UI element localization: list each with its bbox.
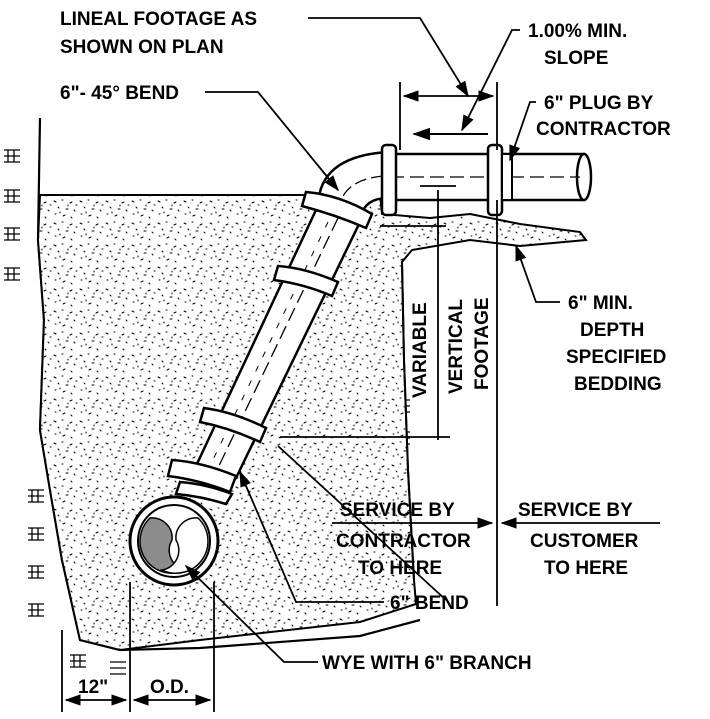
label-bend-6: 6" BEND	[390, 593, 469, 614]
label-lineal-footage-1: LINEAL FOOTAGE AS	[60, 9, 257, 30]
wye-main-pipe	[128, 495, 220, 587]
label-depth-2: DEPTH	[580, 320, 644, 341]
label-contractor-3: TO HERE	[358, 558, 442, 579]
label-customer-2: CUSTOMER	[530, 531, 639, 552]
soil-hatch-left	[4, 149, 410, 675]
horizontal-pipe	[380, 152, 593, 202]
label-wye: WYE WITH 6" BRANCH	[322, 653, 532, 674]
label-plug-2: CONTRACTOR	[536, 119, 671, 140]
label-slope-1: 1.00% MIN.	[528, 21, 627, 42]
label-depth-3: SPECIFIED	[566, 347, 666, 368]
label-customer-1: SERVICE BY	[518, 500, 633, 521]
label-bend-45: 6"- 45° BEND	[60, 83, 179, 104]
label-dim-12: 12"	[78, 677, 108, 698]
label-lineal-footage-2: SHOWN ON PLAN	[60, 37, 224, 58]
label-depth-1: 6" MIN.	[568, 293, 633, 314]
bottom-dimensions	[61, 582, 215, 712]
label-slope-2: SLOPE	[544, 48, 608, 69]
trench-step	[401, 261, 415, 581]
lineal-footage-dimension	[399, 82, 498, 150]
pipe-collars	[380, 143, 513, 217]
label-contractor-2: CONTRACTOR	[336, 531, 471, 552]
label-vertical-3: FOOTAGE	[472, 297, 493, 390]
label-contractor-1: SERVICE BY	[340, 500, 455, 521]
label-dim-od: O.D.	[150, 677, 189, 698]
riser-collars	[166, 190, 374, 506]
label-plug-1: 6" PLUG BY	[544, 93, 654, 114]
label-customer-3: TO HERE	[544, 558, 628, 579]
label-vertical-2: VERTICAL	[446, 299, 467, 394]
label-vertical-1: VARIABLE	[410, 302, 431, 398]
label-depth-4: BEDDING	[574, 374, 662, 395]
vertical-footage-dimension	[280, 185, 456, 440]
